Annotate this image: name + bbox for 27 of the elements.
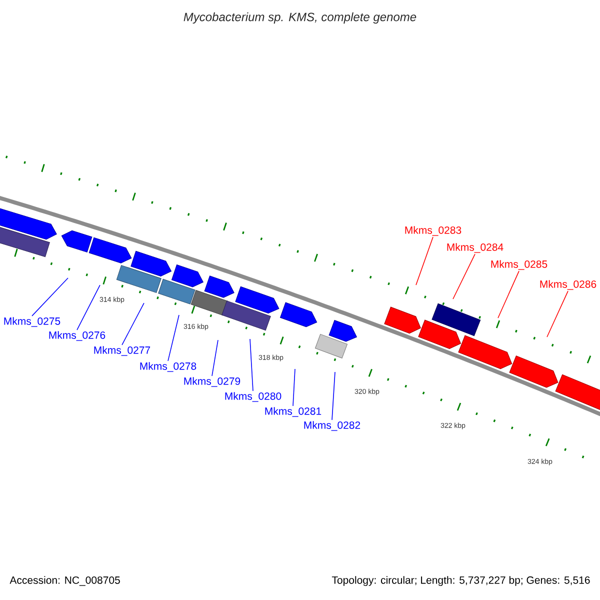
gene-label: Mkms_0280 [225, 392, 282, 402]
gene-label: Mkms_0284 [447, 243, 504, 253]
gene-label: Mkms_0282 [304, 421, 360, 431]
leader-line [416, 236, 434, 286]
leader-line [498, 270, 520, 318]
leader-line [76, 284, 100, 330]
accession-text: Accession: NC_008705 [10, 576, 120, 586]
gene-label: Mkms_0285 [491, 260, 548, 270]
gene-label: Mkms_0275 [4, 317, 60, 327]
leader-line [546, 290, 568, 338]
gene-label: Mkms_0281 [265, 407, 322, 417]
gene-label: Mkms_0279 [184, 377, 240, 387]
leader-line [250, 338, 254, 392]
gene-label: Mkms_0283 [405, 226, 462, 236]
gene-label: Mkms_0277 [94, 346, 150, 356]
title: Mycobacterium sp. KMS, complete genome [184, 12, 416, 24]
leader-line [292, 368, 296, 406]
genome-info-text: Topology: circular; Length: 5,737,227 bp; Genes: 5,516 [332, 576, 590, 586]
leader-line [452, 254, 476, 300]
leader-line [332, 372, 336, 420]
leader-line [122, 302, 144, 346]
gene-label: Mkms_0286 [540, 280, 596, 290]
leader-line [212, 340, 218, 376]
leader-line [32, 278, 68, 316]
gene-label: Mkms_0278 [140, 362, 196, 372]
leader-line [168, 314, 180, 362]
gene-label: Mkms_0276 [49, 331, 106, 341]
